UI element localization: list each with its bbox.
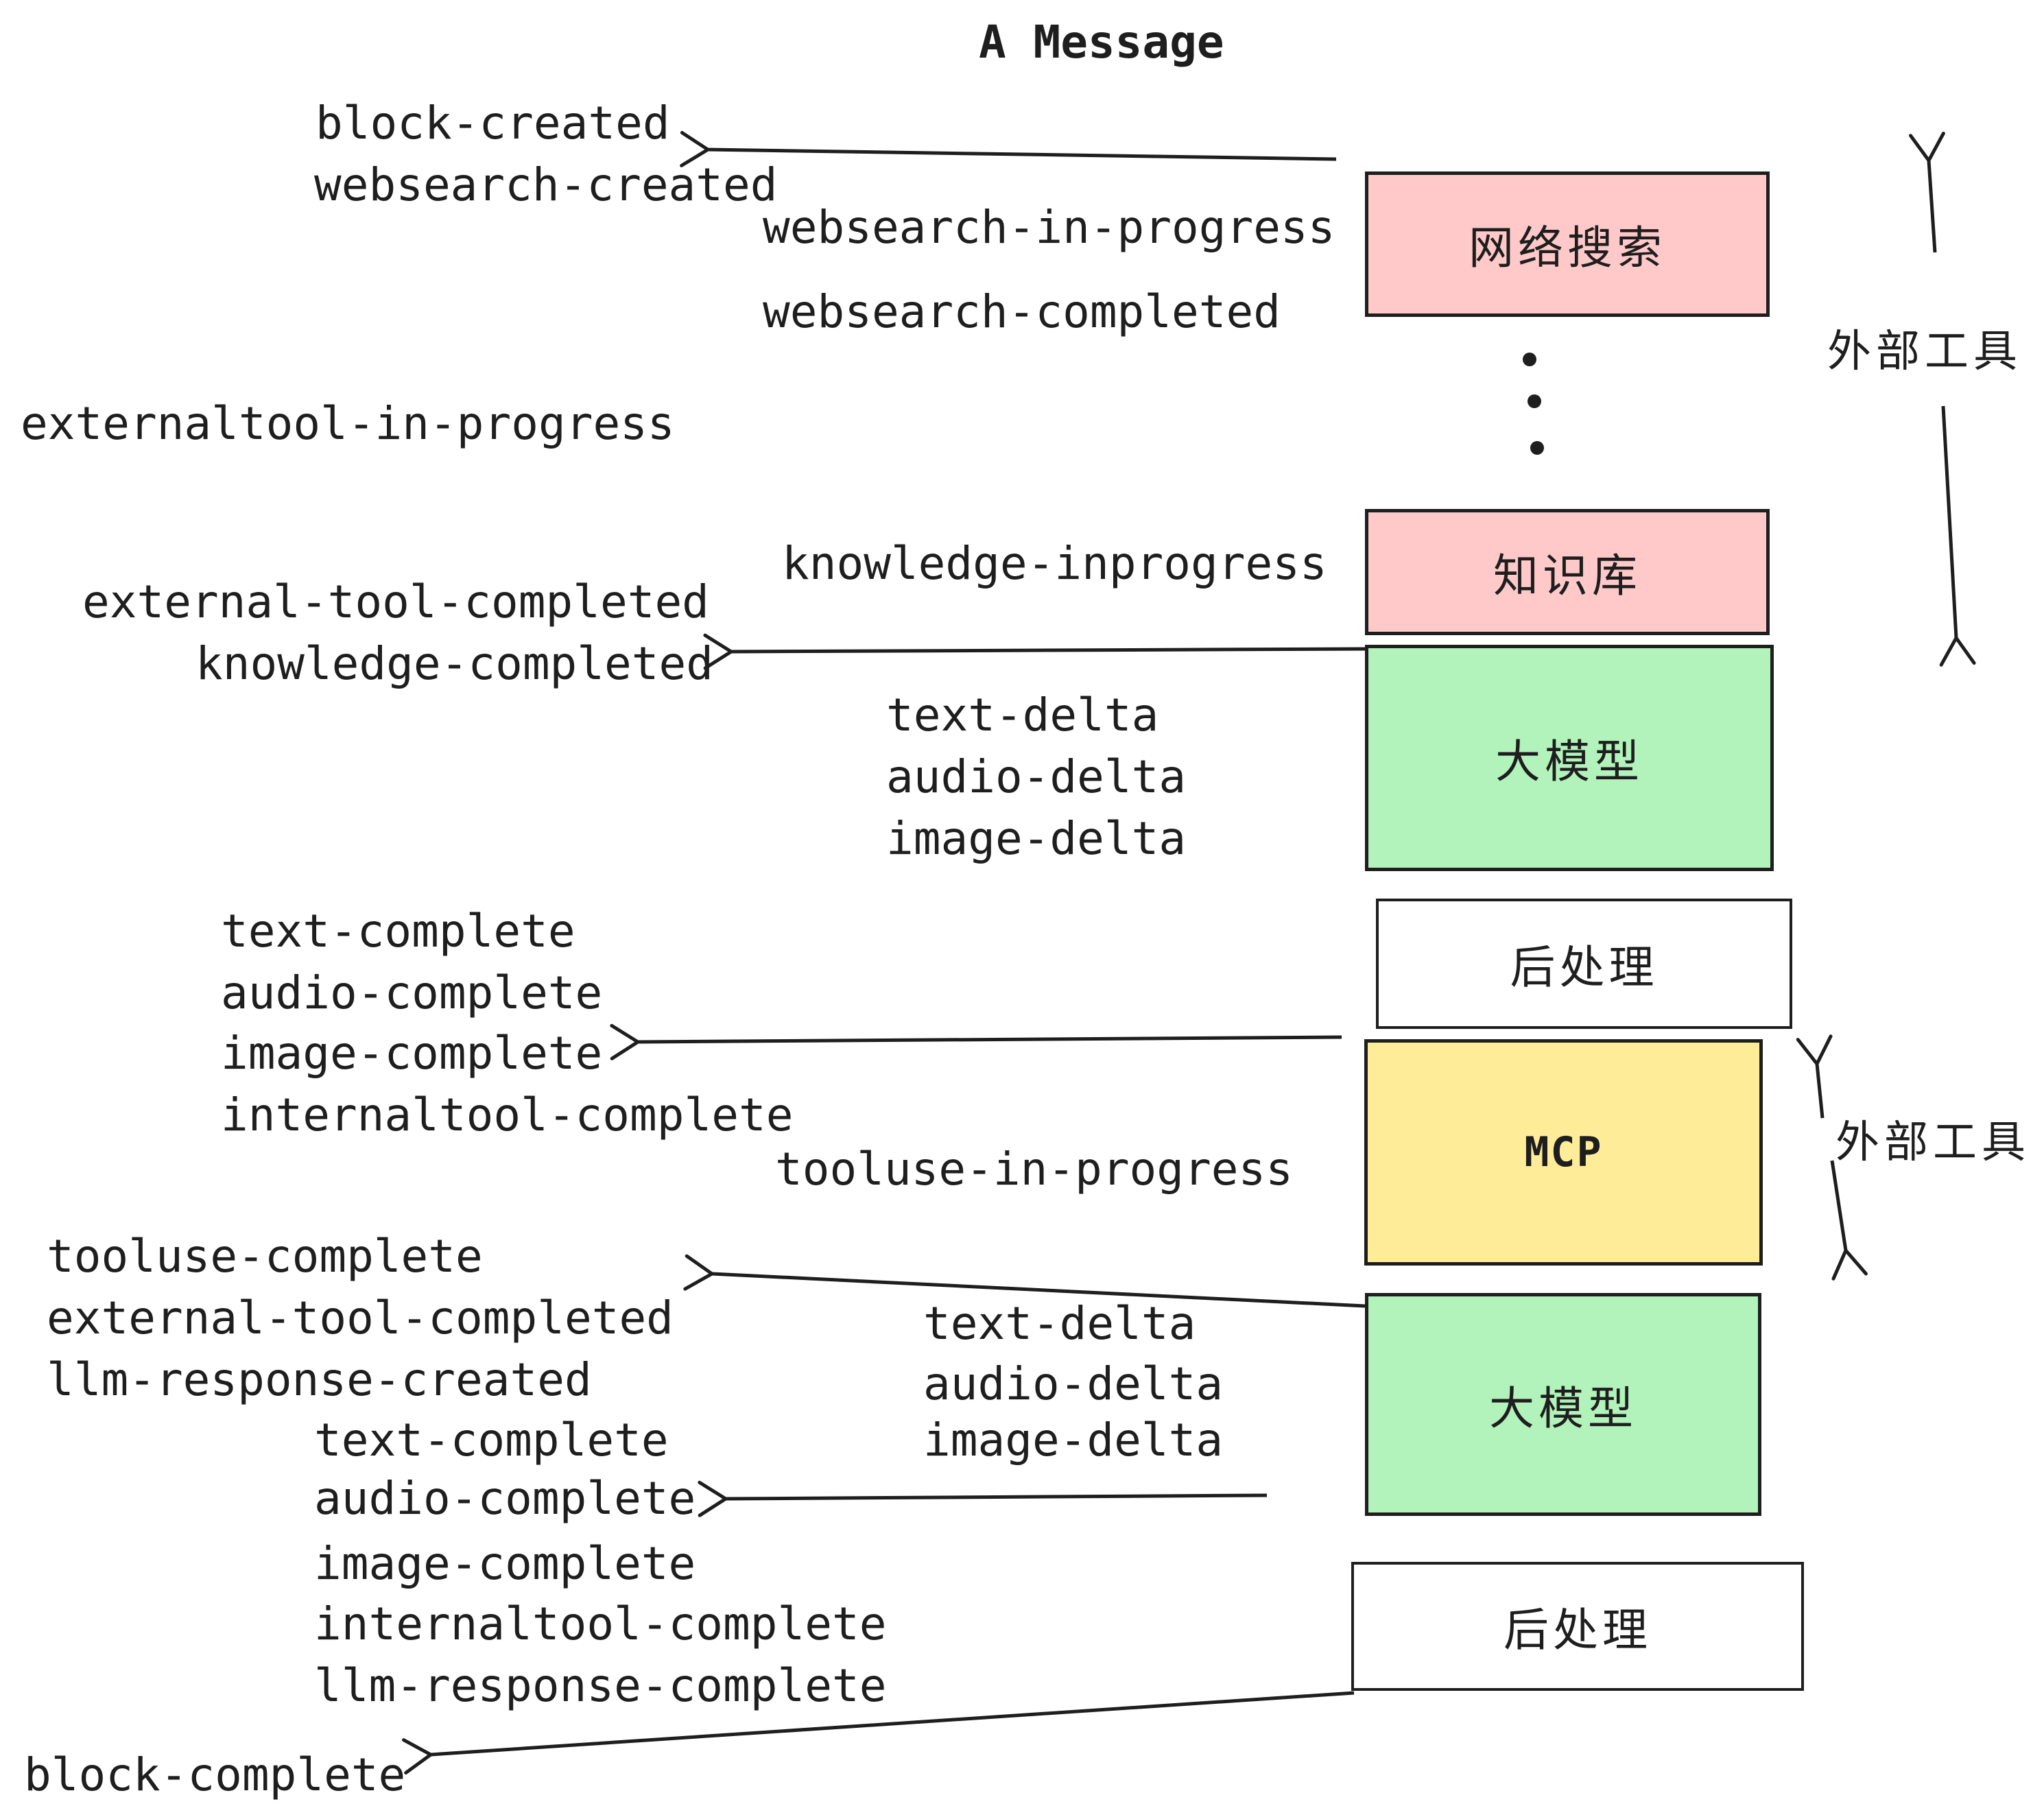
node-post-process-1: 后处理 <box>1376 899 1792 1029</box>
node-post-process-1-label: 后处理 <box>1510 942 1659 993</box>
external-tools-down-arrow-2 <box>1830 1160 1868 1281</box>
event-text-complete-2: text-complete <box>314 1414 669 1467</box>
event-knowledge-completed: knowledge-completed <box>195 637 713 690</box>
event-image-delta-2: image-delta <box>923 1414 1224 1467</box>
event-websearch-in-progress: websearch-in-progress <box>763 201 1335 254</box>
node-web-search-label: 网络搜索 <box>1469 222 1666 273</box>
ellipsis-dots <box>1523 353 1544 455</box>
event-audio-complete-2: audio-complete <box>314 1472 696 1525</box>
node-mcp-label: MCP <box>1524 1128 1603 1176</box>
external-tools-up-arrow-2 <box>1796 1034 1833 1119</box>
external-tools-down-arrow-1 <box>1939 405 1976 667</box>
arrow-to-audio-complete <box>698 1480 1268 1517</box>
event-audio-delta-1: audio-delta <box>886 750 1187 803</box>
event-websearch-created: websearch-created <box>314 158 778 211</box>
external-tools-up-arrow-1 <box>1909 131 1945 253</box>
node-llm-1: 大模型 <box>1365 645 1774 871</box>
event-image-complete-2: image-complete <box>314 1537 696 1590</box>
event-audio-complete-1: audio-complete <box>221 966 603 1019</box>
event-block-created: block-created <box>316 97 670 150</box>
event-tooluse-complete: tooluse-complete <box>47 1230 483 1283</box>
node-knowledge-base-label: 知识库 <box>1493 550 1641 601</box>
arrow-websearch-to-created <box>680 130 1337 167</box>
event-text-complete-1: text-complete <box>221 905 575 958</box>
event-text-delta-2: text-delta <box>923 1297 1196 1350</box>
event-websearch-completed: websearch-completed <box>763 285 1281 338</box>
event-llm-response-complete: llm-response-complete <box>314 1659 887 1712</box>
event-text-delta-1: text-delta <box>886 689 1159 741</box>
arrow-to-image-complete <box>610 1023 1342 1060</box>
event-image-delta-1: image-delta <box>886 812 1187 865</box>
event-internaltool-complete-1: internaltool-complete <box>221 1089 794 1141</box>
node-web-search: 网络搜索 <box>1365 171 1770 317</box>
event-internaltool-complete-2: internaltool-complete <box>314 1598 887 1650</box>
event-block-complete: block-complete <box>24 1748 406 1801</box>
event-image-complete-1: image-complete <box>221 1027 603 1080</box>
event-audio-delta-2: audio-delta <box>923 1357 1224 1410</box>
event-external-tool-completed: external-tool-completed <box>82 575 709 628</box>
arrow-llm1-to-knowledge-completed <box>703 633 1367 670</box>
event-knowledge-inprogress: knowledge-inprogress <box>782 537 1327 590</box>
node-mcp: MCP <box>1364 1039 1763 1266</box>
event-external-tool-completed-2: external-tool-completed <box>47 1292 674 1344</box>
event-llm-response-created: llm-response-created <box>47 1353 592 1406</box>
node-llm-2-label: 大模型 <box>1489 1382 1637 1434</box>
node-knowledge-base: 知识库 <box>1365 509 1770 635</box>
node-post-process-2-label: 后处理 <box>1504 1604 1652 1655</box>
node-llm-1-label: 大模型 <box>1495 736 1643 787</box>
page-title: A Message <box>979 16 1224 69</box>
external-tools-label-1: 外部工具 <box>1827 327 2022 376</box>
event-tooluse-in-progress: tooluse-in-progress <box>775 1143 1293 1196</box>
event-externaltool-in-progress: externaltool-in-progress <box>21 397 675 450</box>
external-tools-label-2: 外部工具 <box>1835 1117 2030 1167</box>
node-llm-2: 大模型 <box>1365 1293 1761 1516</box>
node-post-process-2: 后处理 <box>1351 1562 1804 1691</box>
